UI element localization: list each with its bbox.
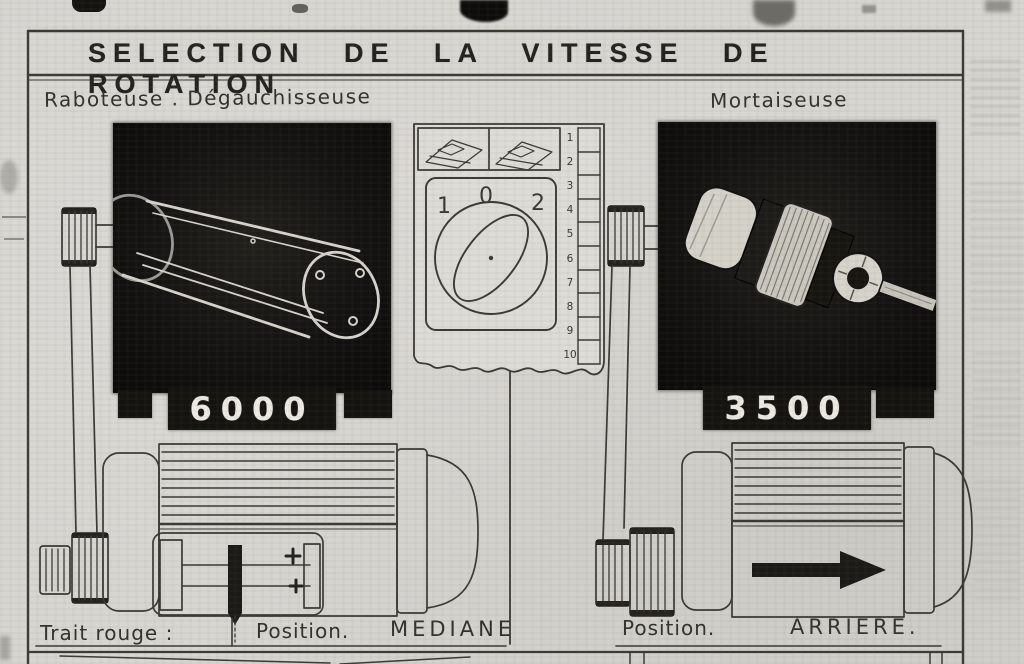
- left-caption-value: MEDIANE: [390, 617, 516, 641]
- right-photo-panel: [658, 122, 936, 390]
- switch-position-1: 1: [437, 194, 451, 219]
- terminal-number: 6: [566, 252, 574, 265]
- switch-position-0: 0: [479, 184, 493, 209]
- selector-knob: [434, 201, 548, 315]
- mortise-chuck-illustration: [683, 186, 936, 313]
- left-caption-prefix: Trait rouge :: [40, 621, 174, 645]
- right-motor-drawing: [681, 442, 973, 618]
- terminal-number: 5: [566, 228, 574, 241]
- terminal-number: 9: [566, 324, 574, 337]
- right-speed-plate: 3500: [703, 386, 871, 430]
- right-caption-position: Position.: [622, 616, 716, 640]
- left-machine-label: Raboteuse . Dégauchisseuse: [43, 84, 372, 112]
- page-frame: [26, 29, 965, 664]
- switch-position-2: 2: [531, 191, 545, 216]
- left-panel-stub: [118, 390, 152, 418]
- selector-knob-handle: [452, 214, 530, 302]
- cutter-block-illustration: [113, 193, 380, 340]
- right-caption-value: ARRIERE.: [790, 615, 920, 639]
- terminal-number: 4: [566, 204, 574, 217]
- left-motor-drawing: [102, 443, 479, 643]
- terminal-number: 8: [566, 300, 574, 313]
- left-photo-panel: [113, 123, 391, 393]
- terminal-number: 3: [566, 180, 574, 193]
- left-belt-drive: [39, 207, 114, 604]
- terminal-number: 2: [566, 156, 574, 169]
- left-panel-stub: [344, 390, 392, 418]
- terminal-number: 7: [566, 276, 574, 289]
- terminal-number: 1: [566, 132, 574, 144]
- bottom-section-lines: [59, 652, 943, 664]
- terminal-number: 10: [563, 348, 577, 361]
- page-title: SELECTION DE LA VITESSE DE ROTATION: [88, 38, 775, 99]
- direction-arrow: [752, 551, 886, 589]
- terminal-strip-numbers: 1 2 3 4 5 6 7 8 9 10: [562, 133, 578, 361]
- selector-panel-drawing: [413, 123, 605, 645]
- right-belt-drive: [595, 205, 675, 617]
- left-speed-plate: 6000: [168, 388, 336, 430]
- left-caption-position: Position.: [256, 619, 350, 643]
- right-panel-stub: [876, 388, 934, 418]
- right-machine-label: Mortaiseuse: [709, 87, 849, 113]
- caption-rules: [26, 617, 965, 654]
